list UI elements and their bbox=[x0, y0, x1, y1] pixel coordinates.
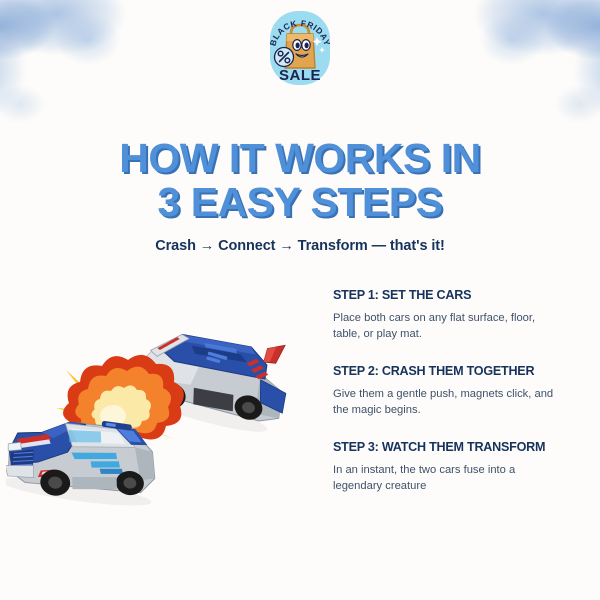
title-line-2: 3 EASY STEPS bbox=[157, 179, 443, 225]
step-item-2: STEP 2: CRASH THEM TOGETHER Give them a … bbox=[333, 364, 565, 418]
step-3-body: In an instant, the two cars fuse into a … bbox=[333, 464, 516, 492]
subtitle: Crash → Connect → Transform — that's it! bbox=[155, 238, 445, 254]
watercolor-wash-right bbox=[410, 0, 600, 130]
step-2-title: STEP 2: CRASH THEM TOGETHER bbox=[333, 364, 535, 378]
page-title: HOW IT WORKS IN 3 EASY STEPS bbox=[0, 136, 600, 224]
watercolor-wash-left bbox=[0, 0, 190, 130]
step-2-body: Give them a gentle push, magnets click, … bbox=[333, 388, 554, 416]
step-1-title: STEP 1: SET THE CARS bbox=[333, 288, 472, 302]
badge-sale-text: SALE bbox=[279, 67, 321, 84]
step-3-title: STEP 3: WATCH THEM TRANSFORM bbox=[333, 440, 546, 454]
black-friday-sale-badge: BLACK FRIDAY SALE bbox=[265, 8, 335, 88]
steps-list: STEP 1: SET THE CARS Place both cars on … bbox=[333, 288, 565, 494]
front-car bbox=[0, 420, 156, 506]
step-item-3: STEP 3: WATCH THEM TRANSFORM In an insta… bbox=[333, 440, 565, 494]
title-line-1: HOW IT WORKS IN bbox=[119, 135, 481, 181]
step-item-1: STEP 1: SET THE CARS Place both cars on … bbox=[333, 288, 565, 342]
two-toy-cars-crashing-illustration bbox=[0, 296, 318, 511]
step-1-body: Place both cars on any flat surface, flo… bbox=[333, 312, 536, 340]
